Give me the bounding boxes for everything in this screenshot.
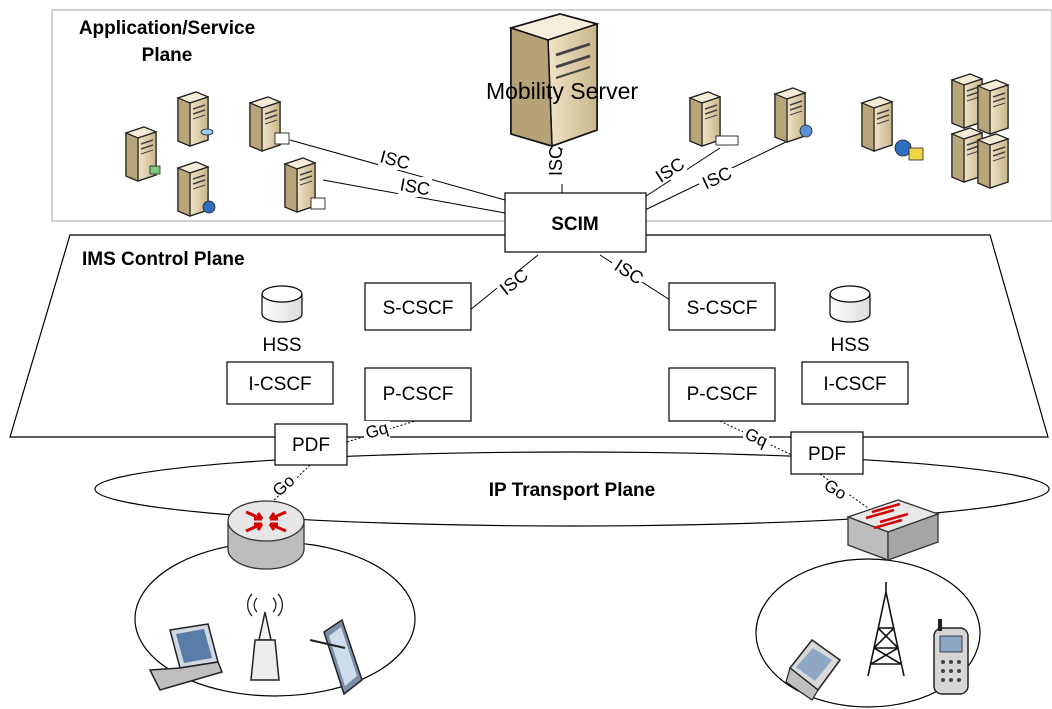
pdf-right-box	[790, 431, 864, 475]
application-plane-label-line2: Plane	[142, 45, 193, 66]
laptop-icon	[148, 623, 224, 691]
hss-left-label: HSS	[262, 335, 301, 356]
database-badge-icon	[200, 128, 214, 136]
document-badge-icon	[274, 132, 290, 145]
ip-transport-plane	[94, 451, 1050, 527]
p-cscf-left-box	[364, 367, 472, 422]
p-cscf-right-label: P-CSCF	[687, 384, 758, 405]
scim-box	[504, 192, 647, 253]
scim-label: SCIM	[551, 214, 599, 235]
server-icon	[284, 157, 316, 213]
s-cscf-left-box	[364, 282, 472, 331]
right-access-network	[755, 558, 981, 708]
hss-right-label: HSS	[830, 335, 869, 356]
switch-icon	[846, 499, 940, 561]
s-cscf-left-label: S-CSCF	[383, 298, 454, 319]
pdf-right-label: PDF	[808, 444, 846, 465]
isc-label: ISC	[546, 146, 566, 176]
application-plane-label: Application/Service	[79, 18, 255, 39]
s-cscf-right-label: S-CSCF	[687, 298, 758, 319]
server-icon	[977, 133, 1009, 189]
go-label: Go	[269, 471, 299, 500]
globe-badge-icon	[202, 200, 216, 214]
package-badge-icon	[908, 147, 924, 161]
i-cscf-right-box	[801, 361, 909, 405]
wireless-access-point-icon	[246, 593, 284, 681]
server-icon	[689, 91, 721, 147]
pdf-left-label: PDF	[292, 435, 330, 456]
cell-tower-icon	[867, 582, 905, 677]
mobility-server-icon	[508, 13, 600, 148]
keyboard-badge-icon	[715, 135, 739, 146]
hss-left-database-icon	[261, 285, 303, 323]
i-cscf-right-label: I-CSCF	[823, 374, 886, 395]
i-cscf-left-label: I-CSCF	[248, 374, 311, 395]
user-badge-icon	[799, 124, 813, 138]
server-icon	[177, 91, 209, 147]
globe-badge-icon	[894, 139, 912, 157]
server-icon	[977, 79, 1009, 135]
pdf-left-box	[274, 423, 348, 466]
mobile-phone-icon	[933, 619, 969, 695]
s-cscf-right-box	[668, 282, 776, 331]
i-cscf-left-box	[226, 361, 334, 405]
ip-transport-plane-label: IP Transport Plane	[489, 480, 655, 501]
document-badge-icon	[310, 197, 326, 210]
server-accessory-icon	[149, 165, 161, 175]
p-cscf-left-label: P-CSCF	[383, 384, 454, 405]
go-label: Go	[821, 476, 850, 504]
ims-control-plane-label: IMS Control Plane	[82, 249, 245, 270]
router-icon	[227, 500, 305, 570]
mobility-server-label: Mobility Server	[486, 78, 638, 104]
hss-right-database-icon	[829, 285, 871, 323]
server-icon	[861, 96, 893, 152]
p-cscf-right-box	[668, 367, 776, 422]
flip-phone-icon	[785, 638, 842, 701]
tablet-icon	[309, 618, 363, 696]
